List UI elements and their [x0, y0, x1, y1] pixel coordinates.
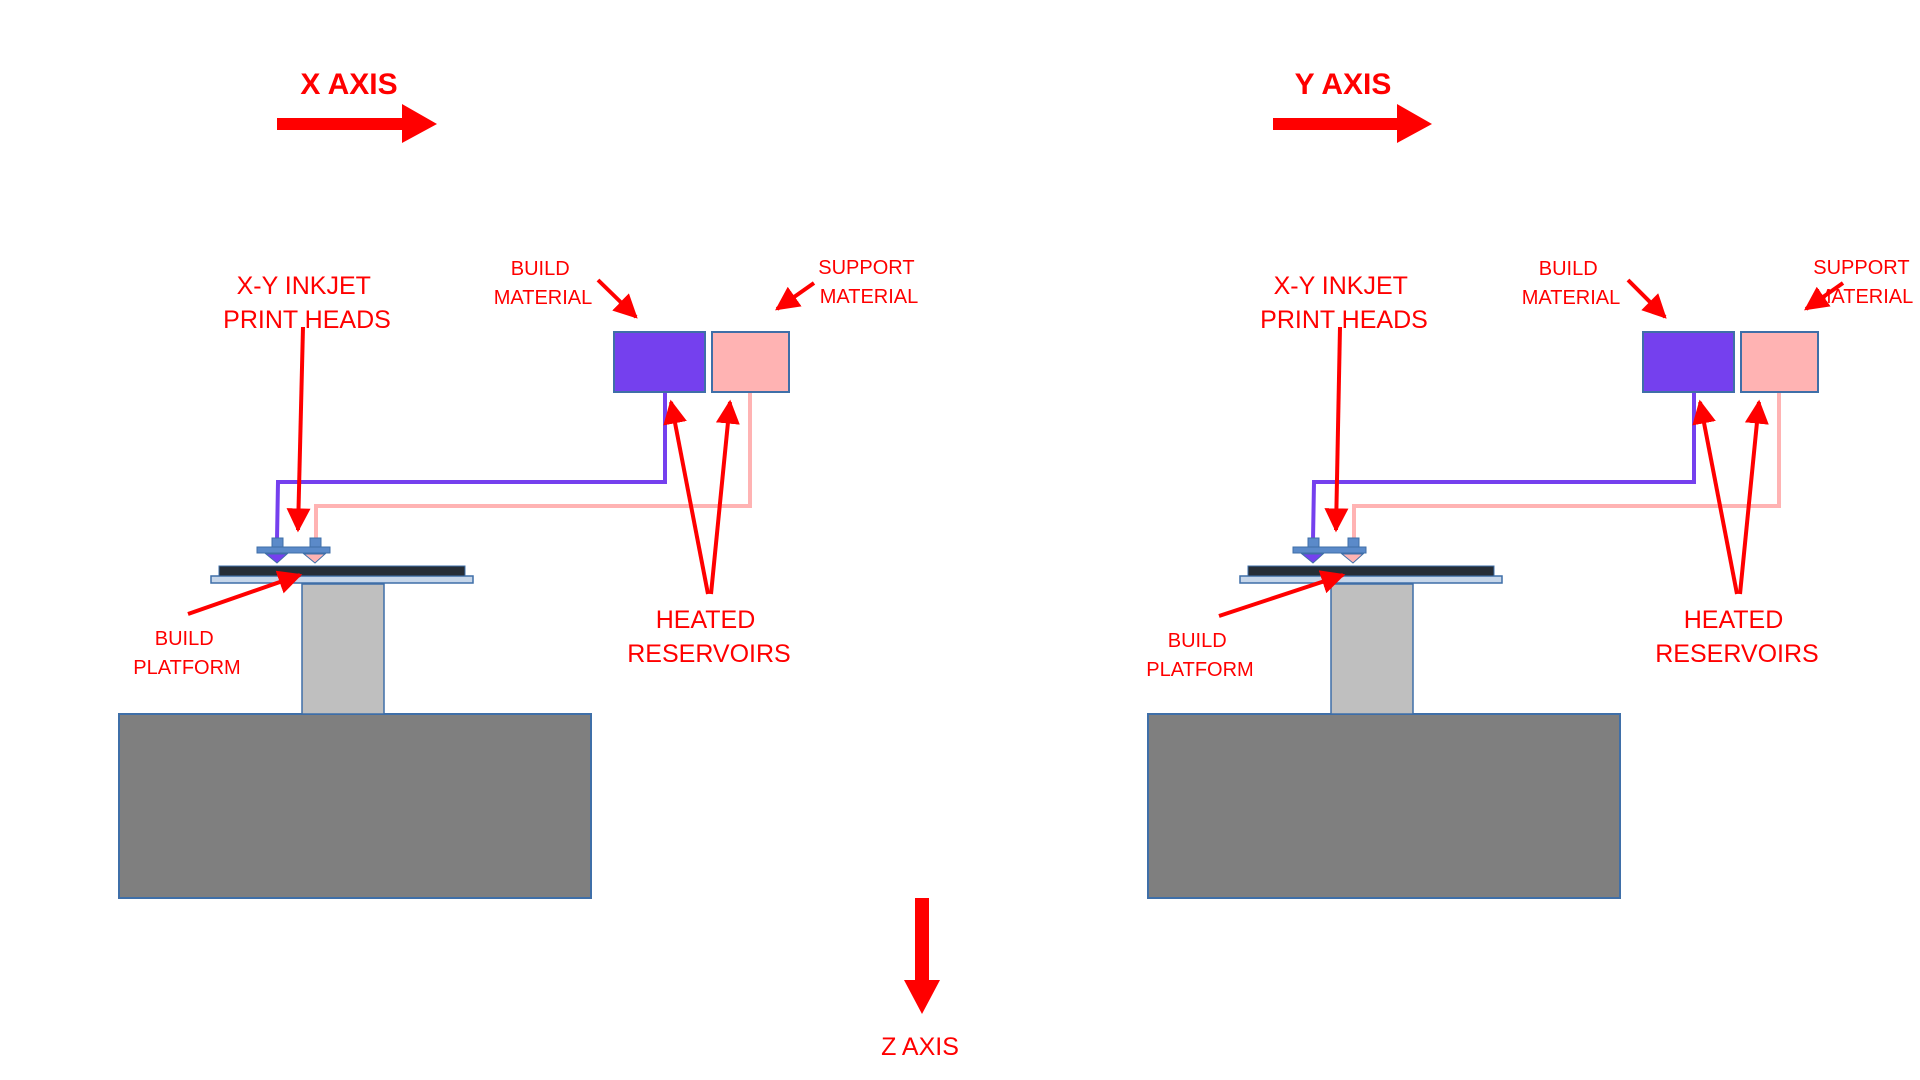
support-material-label: SUPPORT MATERIAL	[818, 257, 920, 308]
support-material-label: SUPPORT MATERIAL	[1813, 257, 1915, 308]
support-material-reservoir	[1740, 331, 1819, 393]
build-material-pointer	[1626, 278, 1667, 319]
x-axis-arrow	[277, 104, 437, 143]
build-platform	[218, 565, 466, 577]
platform-plate	[1239, 575, 1503, 584]
z-axis-indicator: Z AXIS	[881, 898, 959, 1061]
build-platform-pointer	[187, 570, 303, 616]
print-head-assembly	[256, 537, 331, 564]
build-material-reservoir	[1642, 331, 1735, 393]
print-heads-label: X-Y INKJET PRINT HEADS	[223, 272, 391, 334]
build-platform-label: BUILD PLATFORM	[133, 628, 240, 679]
x-axis-label: X AXIS	[300, 68, 397, 101]
heated-reservoirs-label: HEATED RESERVOIRS	[1655, 606, 1818, 668]
build-material-feed-line	[275, 392, 667, 541]
z-axis-label: Z AXIS	[881, 1033, 959, 1061]
build-material-reservoir	[613, 331, 706, 393]
build-material-feed-line	[1311, 392, 1696, 541]
printer-panel-left: X-Y INKJET PRINT HEADS BUILD MATERIAL SU…	[118, 257, 920, 899]
build-material-label: BUILD MATERIAL	[1522, 258, 1621, 309]
heated-reservoir-pointer-1	[663, 399, 710, 595]
platform-plate	[210, 575, 474, 584]
x-axis-indicator: X AXIS	[277, 68, 437, 143]
support-material-pointer	[775, 281, 816, 311]
build-platform-label: BUILD PLATFORM	[1146, 630, 1253, 681]
support-material-feed-line	[1352, 392, 1781, 540]
heated-reservoir-pointer-2	[709, 399, 740, 595]
support-material-pointer	[1804, 281, 1845, 311]
build-platform-pointer	[1218, 570, 1346, 618]
heated-reservoir-pointer-2	[1738, 399, 1769, 595]
platform-column	[301, 583, 385, 715]
heated-reservoir-pointer-1	[1692, 399, 1739, 595]
build-nozzle	[1300, 553, 1325, 564]
support-material-reservoir	[711, 331, 790, 393]
platform-column	[1330, 583, 1414, 715]
printer-base	[118, 713, 592, 899]
build-nozzle	[264, 553, 289, 564]
build-material-label: BUILD MATERIAL	[494, 258, 593, 309]
y-axis-arrow	[1273, 104, 1432, 143]
print-head-carriage	[1292, 546, 1367, 554]
print-head-assembly	[1292, 537, 1367, 564]
support-nozzle	[302, 553, 327, 564]
support-material-feed-line	[314, 392, 752, 540]
print-heads-pointer	[1324, 326, 1349, 533]
print-heads-pointer	[286, 326, 311, 533]
y-axis-indicator: Y AXIS	[1273, 68, 1432, 143]
support-nozzle	[1340, 553, 1365, 564]
print-head-carriage	[256, 546, 331, 554]
build-material-pointer	[596, 278, 638, 319]
printer-panel-right: X-Y INKJET PRINT HEADS BUILD MATERIAL SU…	[1146, 257, 1915, 899]
heated-reservoirs-label: HEATED RESERVOIRS	[627, 606, 790, 668]
print-heads-label: X-Y INKJET PRINT HEADS	[1260, 272, 1428, 334]
z-axis-arrow	[904, 898, 940, 1014]
y-axis-label: Y AXIS	[1295, 68, 1392, 101]
build-platform	[1247, 565, 1495, 577]
printer-base	[1147, 713, 1621, 899]
